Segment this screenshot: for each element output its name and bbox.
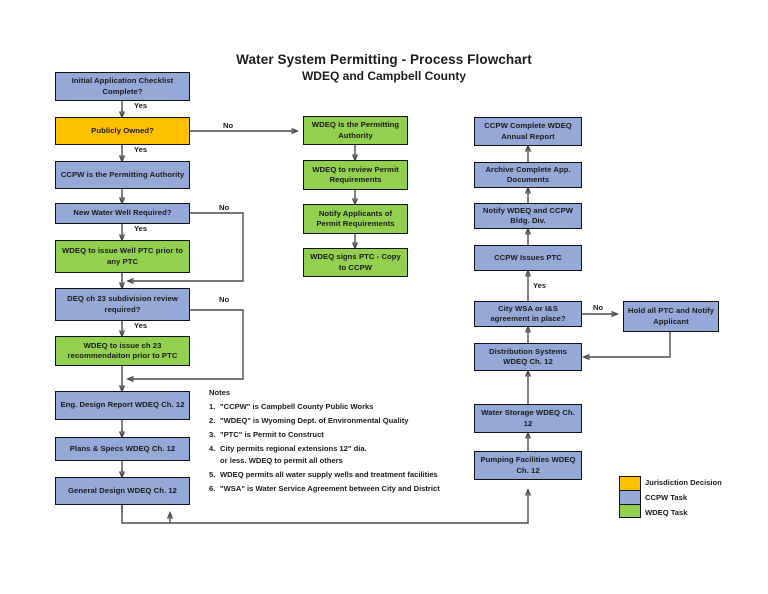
edge-label-ch23-no: No bbox=[218, 295, 231, 304]
node-label: Archive Complete App. Documents bbox=[485, 164, 571, 185]
edge-label-wsa-yes: Yes bbox=[532, 281, 548, 290]
note-text: "WDEQ" is Wyoming Dept. of Environmental… bbox=[220, 415, 409, 425]
node-wdeq-well-ptc[interactable]: WDEQ to issue Well PTC prior to any PTC bbox=[55, 240, 190, 273]
node-label: Publicly Owned? bbox=[91, 125, 154, 135]
node-archive-documents[interactable]: Archive Complete App. Documents bbox=[474, 162, 582, 188]
note-item: 5. WDEQ permits all water supply wells a… bbox=[209, 470, 509, 480]
note-number: 5. bbox=[209, 469, 216, 479]
node-label: New Water Well Required? bbox=[73, 208, 172, 218]
node-wdeq-review-permit[interactable]: WDEQ to review Permit Requirements bbox=[303, 160, 408, 190]
node-label: Hold all PTC and Notify Applicant bbox=[627, 306, 715, 326]
node-pumping-facilities[interactable]: Pumping Facilities WDEQ Ch. 12 bbox=[474, 451, 582, 480]
node-notify-applicants[interactable]: Notify Applicants of Permit Requirements bbox=[303, 204, 408, 234]
note-text: City permits regional extensions 12" dia… bbox=[220, 444, 367, 454]
chart-title-block: Water System Permitting - Process Flowch… bbox=[0, 52, 768, 84]
node-water-storage[interactable]: Water Storage WDEQ Ch. 12 bbox=[474, 404, 582, 433]
node-label: CCPW Complete WDEQ Annual Report bbox=[484, 121, 572, 141]
node-label: Plans & Specs WDEQ Ch. 12 bbox=[69, 443, 176, 453]
node-label: City WSA or I&S agreement in place? bbox=[490, 303, 566, 324]
wire-ch23-no-bypass bbox=[128, 309, 244, 379]
note-number: 3. bbox=[209, 429, 216, 439]
node-city-wsa[interactable]: City WSA or I&S agreement in place? bbox=[474, 301, 582, 327]
note-text: "WSA" is Water Service Agreement between… bbox=[220, 484, 440, 494]
node-hold-all-ptc[interactable]: Hold all PTC and Notify Applicant bbox=[623, 301, 719, 332]
node-label: Distribution Systems WDEQ Ch. 12 bbox=[489, 346, 567, 367]
page-subtitle: WDEQ and Campbell County bbox=[301, 69, 466, 83]
legend-label-ccpw-task: CCPW Task bbox=[645, 492, 688, 502]
note-item: 4. City permits regional extensions 12" … bbox=[209, 444, 509, 454]
note-number: 1. bbox=[209, 401, 216, 411]
edge-label-checklist-yes: Yes bbox=[133, 101, 149, 110]
note-item: 6. "WSA" is Water Service Agreement betw… bbox=[209, 484, 509, 494]
node-publicly-owned[interactable]: Publicly Owned? bbox=[55, 117, 190, 145]
node-wdeq-ch23-recommendation[interactable]: WDEQ to issue ch 23 recommendaiton prior… bbox=[55, 336, 190, 366]
edge-label-well-no: No bbox=[218, 203, 231, 212]
node-distribution-systems[interactable]: Distribution Systems WDEQ Ch. 12 bbox=[474, 343, 582, 371]
node-label: WDEQ is the Permitting Authority bbox=[311, 120, 400, 140]
note-text-continued: or less. WDEQ to permit all others bbox=[220, 455, 343, 465]
legend-label-jurisdiction-decision: Jurisdiction Decision bbox=[645, 478, 722, 487]
node-new-water-well[interactable]: New Water Well Required? bbox=[55, 203, 190, 224]
node-notify-wdeq-ccpw[interactable]: Notify WDEQ and CCPW Bldg. Div. bbox=[474, 203, 582, 229]
node-wdeq-permitting-authority[interactable]: WDEQ is the Permitting Authority bbox=[303, 116, 408, 145]
wire-hold-to-distribution bbox=[584, 332, 671, 357]
node-label: Pumping Facilities WDEQ Ch. 12 bbox=[480, 455, 576, 475]
node-label: Notify Applicants of Permit Requirements bbox=[316, 208, 395, 229]
note-item: 3. "PTC" is Permit to Construct bbox=[209, 430, 509, 440]
edge-label-ch23-yes: Yes bbox=[133, 321, 149, 330]
node-plans-specs[interactable]: Plans & Specs WDEQ Ch. 12 bbox=[55, 437, 190, 461]
node-label: Notify WDEQ and CCPW Bldg. Div. bbox=[482, 205, 574, 226]
edge-label-wsa-no: No bbox=[592, 303, 605, 312]
node-label: WDEQ to issue Well PTC prior to any PTC bbox=[62, 246, 183, 266]
node-initial-checklist[interactable]: Initial Application Checklist Complete? bbox=[55, 72, 190, 101]
node-label: CCPW Issues PTC bbox=[494, 252, 562, 262]
wire-generaldesign-to-pumping bbox=[121, 490, 528, 524]
legend-swatches bbox=[619, 476, 641, 518]
node-label: DEQ ch 23 subdivision review required? bbox=[67, 294, 178, 314]
node-label: WDEQ to review Permit Requirements bbox=[312, 164, 399, 185]
wire-well-no-bypass bbox=[128, 212, 244, 281]
node-general-design[interactable]: General Design WDEQ Ch. 12 bbox=[55, 477, 190, 505]
note-number: 4. bbox=[209, 444, 216, 454]
edge-label-well-yes: Yes bbox=[133, 224, 149, 233]
note-text: WDEQ permits all water supply wells and … bbox=[220, 469, 438, 479]
notes-heading: Notes bbox=[209, 388, 231, 397]
note-number: 2. bbox=[209, 415, 216, 425]
node-label: WDEQ signs PTC - Copy to CCPW bbox=[310, 252, 401, 272]
node-label: General Design WDEQ Ch. 12 bbox=[68, 485, 177, 495]
node-label: Initial Application Checklist Complete? bbox=[71, 76, 174, 96]
page-title: Water System Permitting - Process Flowch… bbox=[236, 52, 532, 67]
note-item: 2. "WDEQ" is Wyoming Dept. of Environmen… bbox=[209, 416, 509, 426]
note-number: 6. bbox=[209, 484, 216, 494]
notes-block: Notes 1. "CCPW" is Campbell County Publi… bbox=[209, 388, 509, 498]
legend-swatch-jurisdiction-decision bbox=[620, 477, 640, 491]
legend-label-wdeq-task: WDEQ Task bbox=[645, 507, 688, 517]
legend-swatch-ccpw-task bbox=[620, 490, 640, 504]
node-wdeq-signs-ptc[interactable]: WDEQ signs PTC - Copy to CCPW bbox=[303, 248, 408, 277]
node-label: CCPW is the Permitting Authority bbox=[60, 169, 185, 179]
node-deq-ch23-review[interactable]: DEQ ch 23 subdivision review required? bbox=[55, 288, 190, 321]
node-ccpw-permitting-authority[interactable]: CCPW is the Permitting Authority bbox=[55, 161, 190, 189]
note-item: 1. "CCPW" is Campbell County Public Work… bbox=[209, 402, 509, 412]
node-ccpw-annual-report[interactable]: CCPW Complete WDEQ Annual Report bbox=[474, 117, 582, 146]
node-label: WDEQ to issue ch 23 recommendaiton prior… bbox=[67, 340, 178, 361]
node-ccpw-issues-ptc[interactable]: CCPW Issues PTC bbox=[474, 245, 582, 271]
node-eng-design-report[interactable]: Eng. Design Report WDEQ Ch. 12 bbox=[55, 391, 190, 420]
note-text: "CCPW" is Campbell County Public Works bbox=[220, 401, 374, 411]
edge-label-publicly-owned-no: No bbox=[222, 121, 235, 130]
edge-label-publicly-owned-yes: Yes bbox=[133, 145, 149, 154]
note-text: "PTC" is Permit to Construct bbox=[220, 429, 324, 439]
legend-labels: Jurisdiction Decision CCPW Task WDEQ Tas… bbox=[645, 476, 722, 521]
node-label: Eng. Design Report WDEQ Ch. 12 bbox=[60, 400, 185, 410]
legend-swatch-wdeq-task bbox=[620, 503, 640, 517]
node-label: Water Storage WDEQ Ch. 12 bbox=[481, 408, 575, 428]
